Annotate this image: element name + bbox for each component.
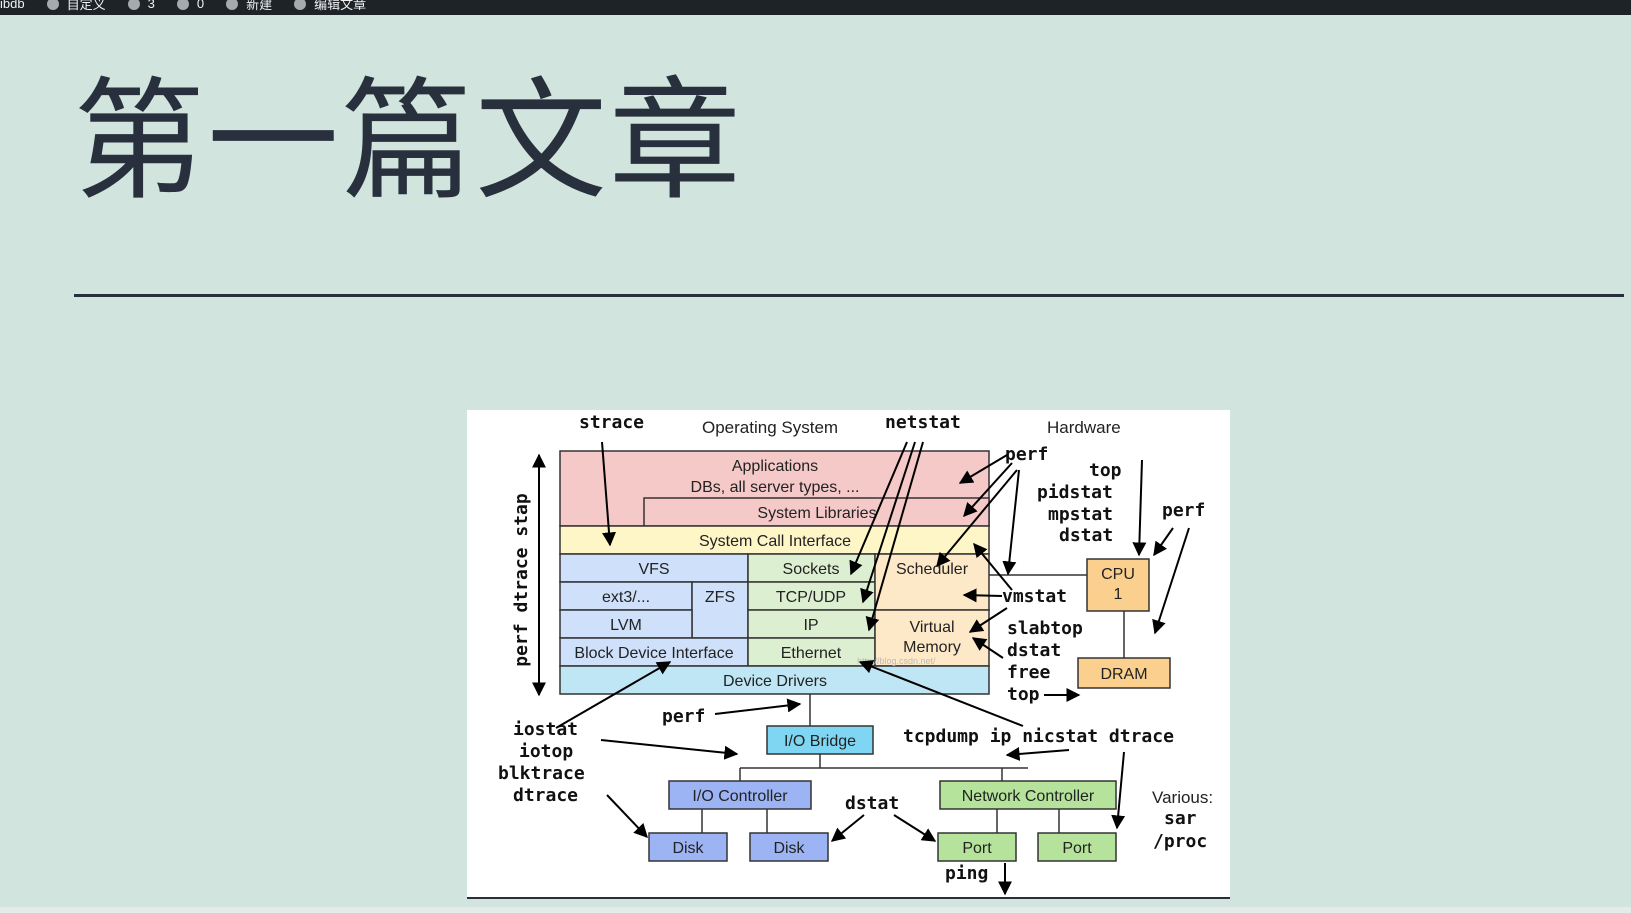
syscall-label: System Call Interface	[699, 533, 851, 550]
ip-label: IP	[803, 617, 818, 634]
zfs-label: ZFS	[705, 589, 735, 606]
tcpudp-box	[747, 581, 876, 611]
perf-app-tool: perf	[1005, 444, 1048, 465]
ext3-label: ext3/...	[602, 589, 650, 606]
customize-icon	[46, 0, 59, 10]
lvm-label: LVM	[610, 617, 642, 634]
post-title: 第一篇文章	[73, 65, 743, 219]
system-libraries-layer	[643, 497, 990, 527]
edit-post-label: 编辑文章	[314, 0, 367, 12]
strace-tool: strace	[579, 412, 644, 433]
perf-dtrace-stap-label: perf dtrace stap	[511, 493, 532, 667]
disk-box-2	[749, 832, 829, 862]
sockets-label: Sockets	[783, 561, 840, 578]
plus-icon	[226, 0, 239, 10]
dstat-mem-tool: dstat	[1007, 640, 1061, 661]
disk-label-1: Disk	[672, 840, 704, 857]
free-tool: free	[1007, 662, 1051, 683]
ping-tool: ping	[945, 863, 988, 884]
proc-tool: /proc	[1153, 831, 1207, 852]
system-libraries-label: System Libraries	[757, 505, 876, 522]
port-box-2	[1037, 832, 1117, 862]
admin-bar-item-customize[interactable]: 自定义	[46, 0, 106, 13]
perf-cpu-tool: perf	[1162, 500, 1205, 521]
various-label: Various:	[1152, 788, 1213, 807]
vmstat-tool: vmstat	[1002, 586, 1067, 607]
updates-icon	[127, 0, 140, 10]
admin-bar-item-edit[interactable]: 编辑文章	[294, 0, 366, 13]
mpstat-tool: mpstat	[1048, 504, 1113, 525]
io-controller-label: I/O Controller	[692, 788, 788, 805]
admin-bar: ibdb 自定义 3 0 新建 编辑文章	[0, 0, 1631, 15]
block-device-label: Block Device Interface	[574, 645, 733, 662]
dstat-disk-tool: dstat	[845, 793, 899, 814]
iostat-tool: iostat	[513, 719, 578, 740]
customize-label: 自定义	[66, 0, 106, 12]
network-controller-label: Network Controller	[962, 788, 1095, 805]
admin-bar-item-updates[interactable]: 3	[127, 0, 155, 11]
top-tool: top	[1089, 460, 1122, 481]
dram-label: DRAM	[1100, 666, 1147, 683]
pidstat-tool: pidstat	[1037, 482, 1113, 503]
edit-icon	[294, 0, 307, 10]
dbs-label: DBs, all server types, ...	[691, 479, 860, 496]
os-header: Operating System	[702, 418, 838, 437]
io-controller-box	[668, 780, 812, 810]
bottom-strip	[0, 907, 1631, 913]
memory-label: Memory	[903, 639, 961, 656]
cpu-label: CPU	[1101, 566, 1135, 583]
netstat-tool: netstat	[885, 412, 961, 433]
watermark: http://blog.csdn.net/	[857, 656, 936, 666]
vfs-label: VFS	[638, 561, 669, 578]
network-controller-box	[939, 780, 1117, 810]
site-name: ibdb	[0, 0, 25, 11]
perf-bridge-tool: perf	[662, 706, 705, 727]
disk-label-2: Disk	[773, 840, 805, 857]
admin-bar-item-site[interactable]: ibdb	[0, 0, 25, 11]
block-device-box	[559, 637, 749, 667]
device-drivers-label: Device Drivers	[723, 673, 827, 690]
comments-icon	[176, 0, 189, 10]
tcpdump-ip-nicstat-dtrace-tools: tcpdump ip nicstat dtrace	[903, 726, 1174, 747]
dtrace-io-tool: dtrace	[513, 785, 578, 806]
port-label-2: Port	[1062, 840, 1092, 857]
admin-bar-item-new[interactable]: 新建	[226, 0, 272, 13]
top-mem-tool: top	[1007, 684, 1040, 705]
title-separator	[74, 294, 1624, 297]
sar-tool: sar	[1164, 808, 1197, 829]
disk-box-1	[648, 832, 728, 862]
applications-label: Applications	[732, 458, 818, 475]
virtual-label: Virtual	[909, 619, 954, 636]
tcpudp-label: TCP/UDP	[776, 589, 846, 606]
admin-bar-item-comments[interactable]: 0	[176, 0, 205, 11]
ethernet-box	[747, 637, 876, 667]
updates-count: 3	[147, 0, 155, 11]
iotop-tool: iotop	[519, 741, 573, 762]
scheduler-label: Scheduler	[896, 561, 969, 578]
ethernet-label: Ethernet	[781, 645, 842, 662]
hardware-header: Hardware	[1047, 418, 1121, 437]
port-box-1	[937, 832, 1017, 862]
linux-performance-tools-diagram: Applications DBs, all server types, ... …	[467, 410, 1230, 899]
cpu-box	[1086, 558, 1150, 612]
slabtop-tool: slabtop	[1007, 618, 1083, 639]
dstat-cpu-tool: dstat	[1059, 525, 1113, 546]
device-drivers-layer	[559, 665, 990, 695]
comments-count: 0	[196, 0, 205, 11]
blktrace-tool: blktrace	[498, 763, 585, 784]
cpu-number: 1	[1114, 586, 1123, 603]
new-label: 新建	[246, 0, 273, 12]
io-bridge-label: I/O Bridge	[784, 733, 856, 750]
port-label-1: Port	[962, 840, 992, 857]
